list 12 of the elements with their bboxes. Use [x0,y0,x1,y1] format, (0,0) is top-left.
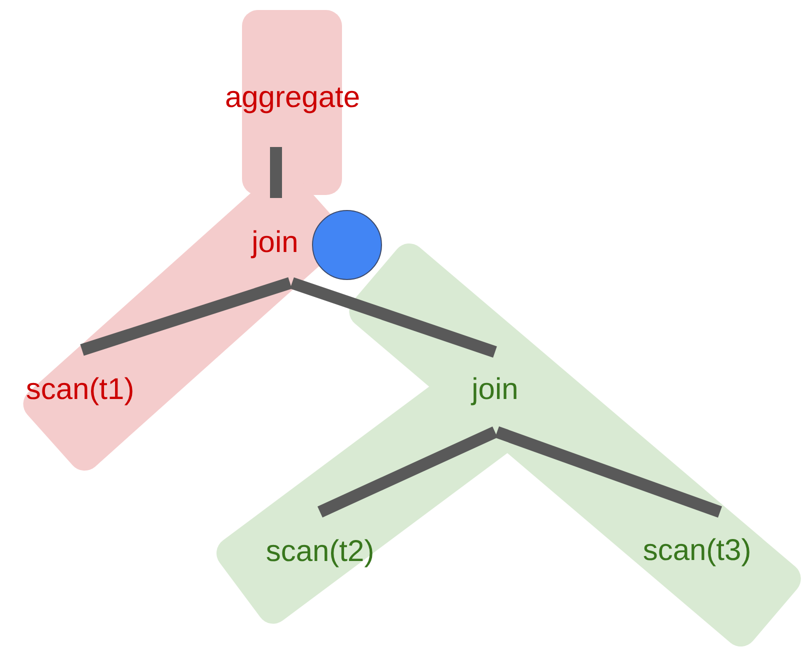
tree-edge [290,277,497,358]
operator-label: scan(t2) [266,534,374,570]
tree-edge [80,277,292,356]
operator-label: join [472,372,518,408]
operator-label: join [252,225,298,261]
tree-edge [318,426,498,518]
tree-edge [270,147,282,198]
operator-label: aggregate [224,80,360,116]
operator-label: scan(t3) [642,533,752,569]
marker-circle [312,210,382,280]
operator-label: scan(t1) [26,372,134,408]
tree-edge [494,426,722,518]
